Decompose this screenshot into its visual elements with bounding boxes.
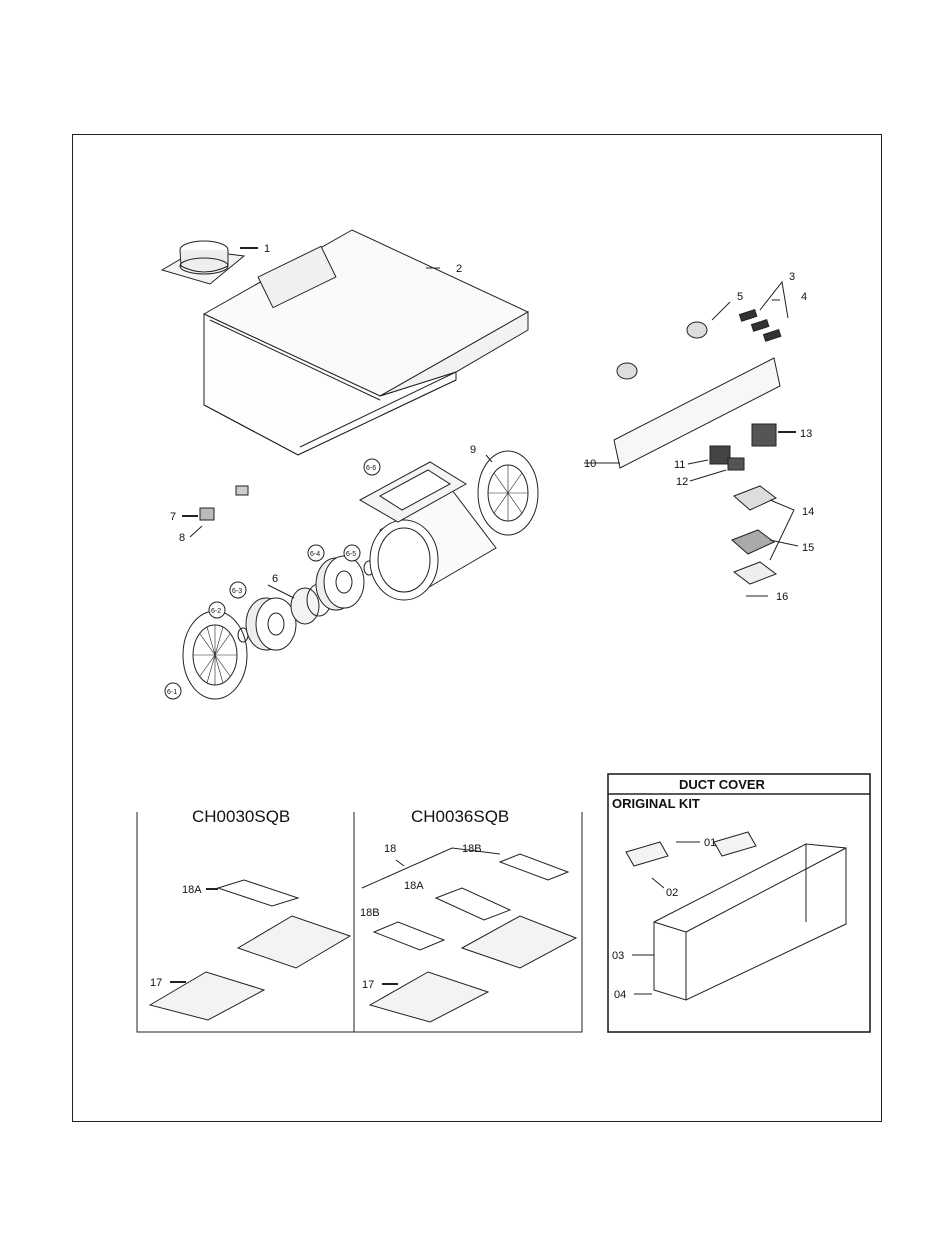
callout-6-3: 6-3 [232,588,242,595]
callout-13: 13 [800,428,812,440]
filter-section [137,812,582,1032]
left-label-18a: 18A [182,884,202,896]
duct-label-04: 04 [614,989,626,1001]
callout-6-6: 6-6 [366,465,376,472]
callout-6: 6 [272,573,278,585]
control-panel-assembly [584,282,798,596]
callout-9: 9 [470,444,476,456]
right-label-18: 18 [384,843,396,855]
callout-16: 16 [776,591,788,603]
duct-cover-box [608,774,870,1032]
callout-2: 2 [456,263,462,275]
duct-cover-subtitle: ORIGINAL KIT [612,796,700,811]
callout-6-5: 6-5 [346,551,356,558]
callout-10: 10 [584,458,596,470]
callout-6-1: 6-1 [167,689,177,696]
callout-8: 8 [179,532,185,544]
model-title-ch0036sqb: CH0036SQB [411,807,509,826]
duct-collar-part [162,241,244,284]
callout-15: 15 [802,542,814,554]
model-title-ch0030sqb: CH0030SQB [192,807,290,826]
left-label-17: 17 [150,977,162,989]
mounting-bracket-part [182,486,248,537]
hood-assembly [162,230,528,455]
right-label-18b-left: 18B [360,907,380,919]
callout-5: 5 [737,291,743,303]
callout-14: 14 [802,506,814,518]
callout-12: 12 [676,476,688,488]
callout-11: 11 [674,459,685,471]
duct-label-01: 01 [704,837,716,849]
duct-label-02: 02 [666,887,678,899]
callout-6-4: 6-4 [310,551,320,558]
callout-7: 7 [170,511,176,523]
callout-1: 1 [264,243,270,255]
callout-6-2: 6-2 [211,608,221,615]
right-label-18b-top: 18B [462,843,482,855]
right-label-17: 17 [362,979,374,991]
callout-4: 4 [801,291,807,303]
callout-3: 3 [789,271,795,283]
duct-cover-title: DUCT COVER [679,777,766,792]
right-label-18a: 18A [404,880,424,892]
duct-label-03: 03 [612,950,624,962]
